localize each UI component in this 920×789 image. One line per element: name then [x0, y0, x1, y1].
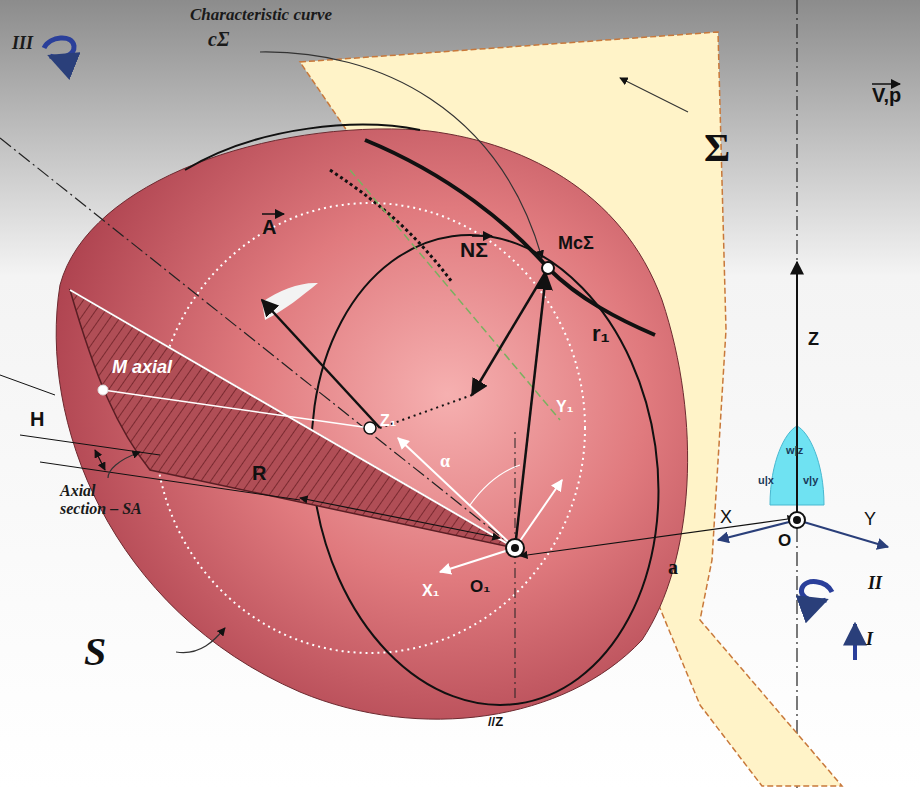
- callout-text-box: Axial section – SA: [60, 482, 142, 518]
- axis-name: Z₁: [380, 412, 396, 430]
- leader-line: [0, 375, 55, 395]
- dimension-label: H: [30, 408, 44, 430]
- leader-line: [260, 52, 542, 258]
- angle-arc: [470, 465, 520, 505]
- velocity-component: u|x: [758, 474, 774, 486]
- point-name-box: M axial: [112, 358, 172, 378]
- point-name: McΣ: [558, 234, 594, 254]
- point-name-box: McΣ: [558, 234, 594, 254]
- origin-o1: [511, 544, 519, 552]
- axis-name-box: //Z: [488, 712, 503, 730]
- torus-surface: [56, 129, 687, 719]
- origin-name-box: O: [778, 532, 791, 551]
- point-maxial: [98, 385, 108, 395]
- axis-name-box: Z₁: [380, 412, 396, 430]
- dimension-arrow: [95, 450, 105, 470]
- point-name: M axial: [112, 358, 172, 378]
- parallel-axis: [515, 548, 516, 700]
- callout-text: Axial section – SA: [60, 482, 142, 517]
- plane-trace: [350, 170, 560, 420]
- rotation-label-box: III: [12, 34, 33, 54]
- axis-name: Y₁: [556, 398, 573, 416]
- translation-label-box: I: [866, 630, 873, 650]
- vector-name-box: NΣ: [460, 238, 488, 261]
- surface-name: S: [84, 630, 106, 674]
- vector-name: NΣ: [460, 238, 488, 261]
- vector-name: r₁: [592, 322, 610, 346]
- angle-name-box: α: [440, 452, 450, 472]
- translation-label: I: [866, 630, 873, 650]
- axis-line: [796, 0, 797, 789]
- curve-name: cΣ: [208, 28, 229, 50]
- axis-name: X₁: [422, 582, 439, 600]
- axis-z1: [398, 438, 515, 548]
- origin-name: O₁: [470, 578, 490, 597]
- angle-name: α: [440, 452, 450, 472]
- plane-name: Σ: [704, 126, 730, 170]
- leader-line: [620, 78, 688, 112]
- axis-x1: [440, 548, 515, 572]
- vector-mark: [472, 235, 492, 237]
- characteristic-curve: [365, 140, 655, 335]
- axis-name-box: X: [720, 508, 732, 528]
- torus-hole: [262, 283, 318, 320]
- curve-name-box: cΣ: [208, 28, 229, 50]
- vector-name-box: r₁: [592, 322, 610, 346]
- velocity-component-box: u|x: [758, 470, 774, 488]
- axis-name-box: X₁: [422, 582, 439, 600]
- distance-a: [520, 518, 795, 556]
- plane-name-box: Σ: [704, 126, 730, 170]
- vector-name-box: V,p: [872, 84, 901, 106]
- surface-name-box: S: [84, 630, 106, 674]
- rotation-icon: [44, 38, 74, 58]
- origin-o: [789, 512, 805, 528]
- origin-o: [793, 516, 801, 524]
- axis-name: //Z: [488, 715, 503, 729]
- origin-name: O: [778, 532, 791, 551]
- normal-vector: [472, 268, 548, 395]
- rotation-label-box: II: [868, 574, 882, 594]
- origin-o1: [506, 539, 524, 557]
- radius-line: [103, 390, 370, 428]
- dimension-label: R: [252, 462, 266, 484]
- velocity-component: v|y: [803, 474, 818, 486]
- center-point: [364, 422, 376, 434]
- axis-z: [796, 262, 798, 520]
- dimension-label-box: R: [252, 462, 266, 484]
- velocity-component: w|z: [786, 444, 803, 456]
- axis-name: Z: [808, 330, 819, 350]
- hidden-curve: [330, 170, 452, 282]
- axis-name-box: Y₁: [556, 398, 573, 416]
- dimension-label-box: H: [30, 408, 44, 430]
- velocity-component-box: w|z: [786, 440, 803, 458]
- axis-name-box: Y: [864, 510, 876, 530]
- vector-name: A: [262, 216, 276, 238]
- vector-name-box: A: [262, 216, 276, 238]
- dimension-label-box: a: [668, 556, 678, 578]
- origin-name-box: O₁: [470, 578, 490, 597]
- rotation-label: III: [12, 34, 33, 54]
- translation-icon: [853, 624, 857, 660]
- vector-name: V,p: [872, 84, 901, 106]
- torus-axis: [0, 138, 515, 548]
- axis-name: Y: [864, 510, 876, 530]
- leader-line: [108, 452, 140, 478]
- parallel-axis: [515, 430, 516, 548]
- callout-text-box: Characteristic curve: [190, 6, 332, 25]
- axis-y1: [515, 480, 562, 548]
- vector-a: [262, 300, 380, 428]
- rotation-label: II: [868, 574, 882, 594]
- point-mc: [542, 262, 554, 274]
- rotation-icon: [801, 582, 832, 602]
- leader-line: [176, 628, 225, 653]
- velocity-component-box: v|y: [803, 470, 818, 488]
- axis-name: X: [720, 508, 732, 528]
- vector-mark: [262, 213, 284, 215]
- dimension-label: a: [668, 556, 678, 578]
- callout-text: Characteristic curve: [190, 6, 332, 25]
- axis-name-box: Z: [808, 330, 819, 350]
